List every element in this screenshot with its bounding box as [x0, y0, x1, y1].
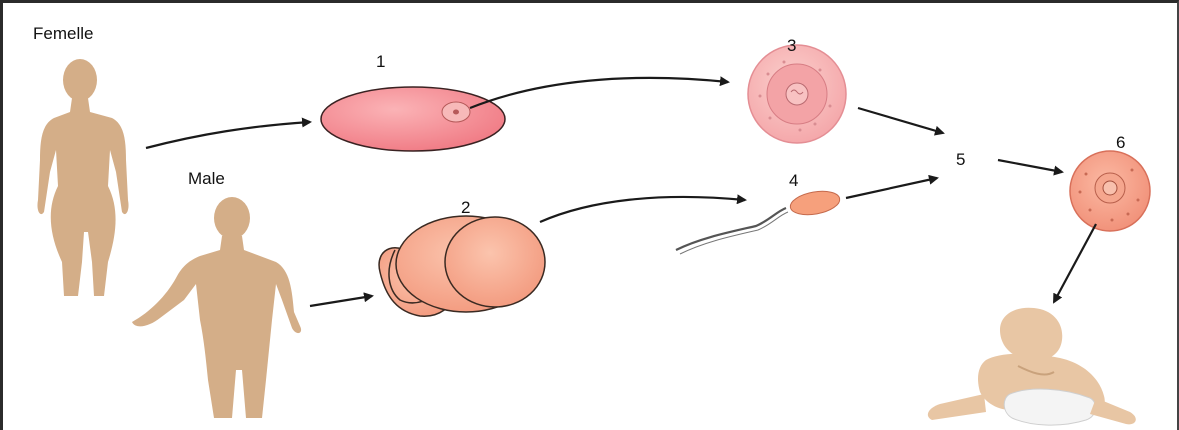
arrows — [146, 78, 1096, 306]
testis — [379, 216, 545, 316]
ovum — [748, 45, 846, 143]
female-silhouette-icon — [37, 59, 128, 296]
male-silhouette-icon — [132, 197, 301, 418]
label-4: 4 — [789, 171, 798, 191]
ovary — [321, 87, 505, 151]
arrow-sperm-to-5 — [846, 178, 937, 198]
arrow-5-to-zygote — [998, 160, 1062, 172]
label-1: 1 — [376, 52, 385, 72]
arrow-ovary-to-ovum — [470, 78, 728, 108]
label-6: 6 — [1116, 133, 1125, 153]
zygote — [1070, 151, 1150, 231]
label-5: 5 — [956, 150, 965, 170]
label-3: 3 — [787, 36, 796, 56]
arrow-female-to-ovary — [146, 122, 310, 148]
female-label: Femelle — [33, 24, 93, 44]
arrow-testis-to-sperm — [540, 197, 745, 222]
male-label: Male — [188, 169, 225, 189]
arrow-zygote-to-baby — [1054, 224, 1096, 302]
arrow-male-to-testis — [310, 296, 372, 306]
baby-icon — [928, 308, 1136, 425]
label-2: 2 — [461, 198, 470, 218]
arrow-ovum-to-5 — [858, 108, 943, 133]
